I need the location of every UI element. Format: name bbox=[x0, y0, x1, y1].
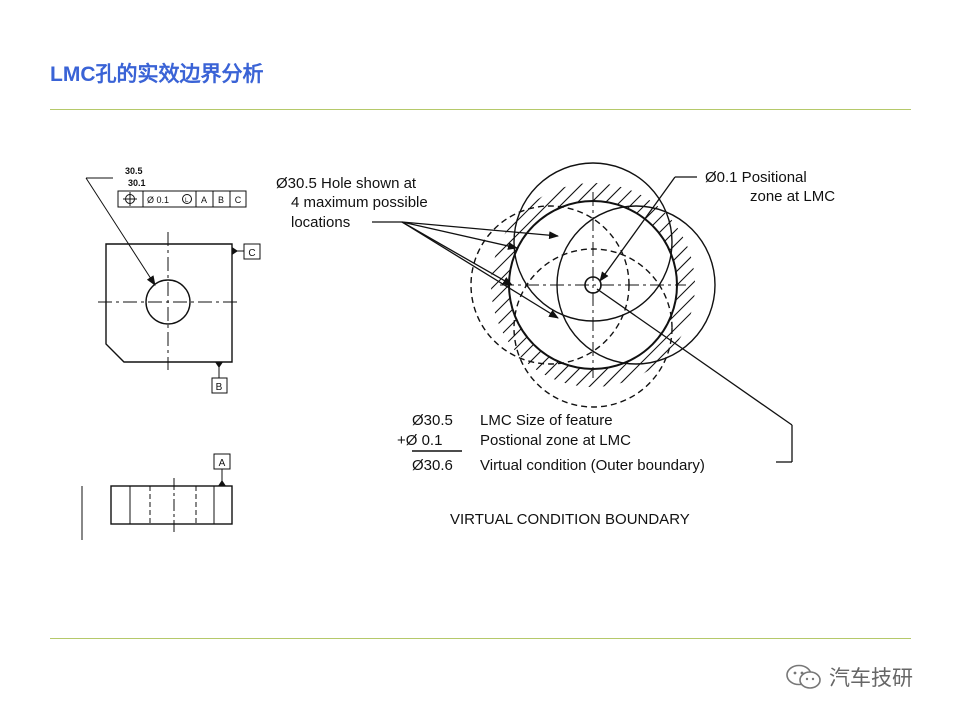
datum-a-label: A bbox=[219, 458, 226, 469]
zone-note-line1: Ø0.1 Positional bbox=[705, 169, 807, 186]
fcf-tolerance: Ø 0.1 bbox=[147, 195, 169, 205]
calc-value-3: Ø30.6 bbox=[412, 457, 453, 474]
hole-note-line1: Ø30.5 Hole shown at bbox=[276, 175, 417, 192]
watermark-text: 汽车技研 bbox=[829, 666, 913, 690]
upper-tolerance: 30.5 bbox=[125, 166, 143, 176]
datum-a-triangle bbox=[218, 480, 226, 486]
part-top-view bbox=[85, 177, 261, 394]
fcf-datum-b: B bbox=[218, 195, 224, 205]
zone-note-line2: zone at LMC bbox=[750, 188, 835, 205]
calc-label-1: LMC Size of feature bbox=[480, 412, 613, 429]
wechat-icon bbox=[786, 664, 821, 689]
lmc-symbol-icon: L bbox=[185, 198, 189, 204]
hole-note-line3: locations bbox=[291, 214, 350, 231]
datum-b-triangle bbox=[215, 362, 223, 368]
datum-c-triangle bbox=[232, 247, 238, 255]
fcf-datum-a: A bbox=[201, 195, 207, 205]
watermark: 汽车技研 bbox=[785, 662, 913, 692]
calc-value-2: +Ø 0.1 bbox=[397, 432, 442, 449]
calc-label-3: Virtual condition (Outer boundary) bbox=[480, 457, 705, 474]
part-side-view bbox=[81, 453, 233, 540]
hole-locations bbox=[470, 162, 716, 408]
calc-value-1: Ø30.5 bbox=[412, 412, 453, 429]
datum-b-label: B bbox=[216, 382, 223, 393]
feature-control-frame bbox=[117, 190, 247, 208]
leader-lines bbox=[372, 176, 793, 463]
hole-note-line2: 4 maximum possible bbox=[291, 194, 428, 211]
bottom-divider bbox=[50, 638, 911, 639]
fcf-datum-c: C bbox=[235, 195, 242, 205]
page-title: LMC孔的实效边界分析 bbox=[50, 63, 264, 86]
datum-c-label: C bbox=[248, 248, 255, 259]
calc-label-2: Postional zone at LMC bbox=[480, 432, 631, 449]
top-divider bbox=[50, 109, 911, 110]
diagram-caption: VIRTUAL CONDITION BOUNDARY bbox=[450, 511, 690, 528]
lower-tolerance: 30.1 bbox=[128, 178, 146, 188]
